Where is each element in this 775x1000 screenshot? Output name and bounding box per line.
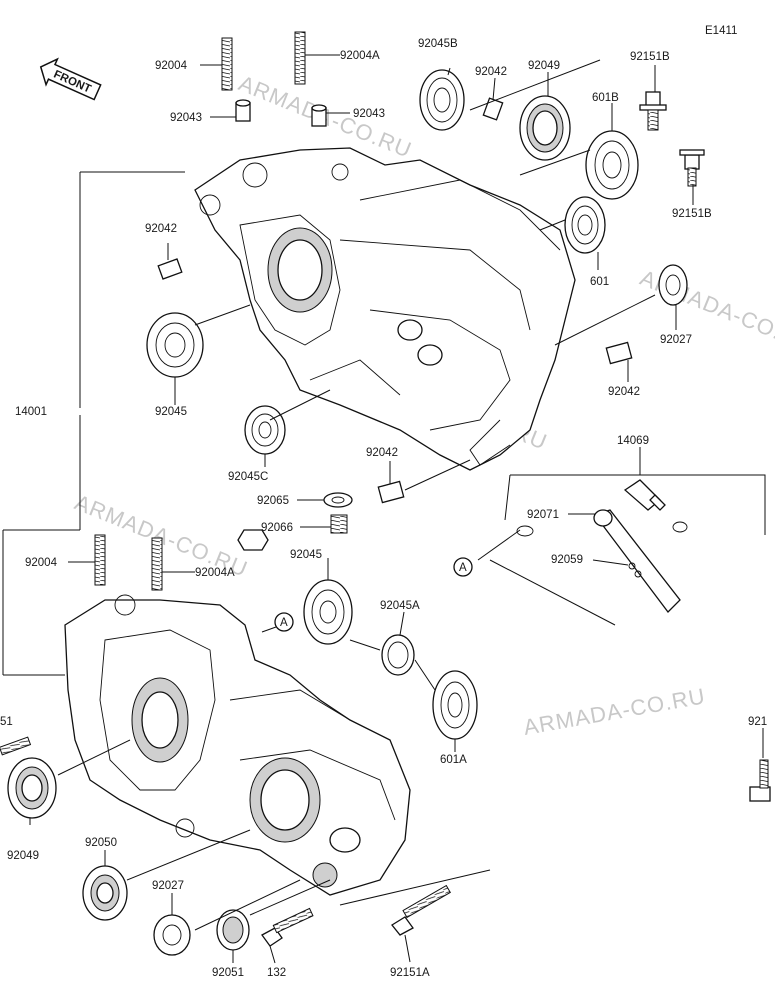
pin-92042-mid bbox=[377, 480, 405, 504]
label-92051: 92051 bbox=[212, 967, 244, 979]
label-92043-left: 92043 bbox=[170, 112, 202, 124]
label-92045a: 92045A bbox=[380, 600, 420, 612]
label-921: 921 bbox=[748, 716, 767, 728]
bearing-92045-low bbox=[303, 579, 353, 645]
lower-crankcase bbox=[64, 594, 411, 896]
label-92049-low: 92049 bbox=[7, 850, 39, 862]
ref-circle-a-left: A bbox=[274, 612, 294, 632]
label-132: 132 bbox=[267, 967, 286, 979]
bolt-92151B-top bbox=[639, 91, 667, 131]
bolt-132 bbox=[261, 907, 314, 947]
ref-a-label-left: A bbox=[280, 617, 288, 629]
label-92151a: 92151A bbox=[390, 967, 430, 979]
label-92027-right: 92027 bbox=[660, 334, 692, 346]
diagram-code: E1411 bbox=[705, 25, 737, 37]
label-92066: 92066 bbox=[261, 522, 293, 534]
pin-92042-top bbox=[482, 97, 504, 121]
leader-lines bbox=[2, 54, 764, 964]
ref-circle-a-right: A bbox=[453, 557, 473, 577]
label-92042-right: 92042 bbox=[608, 386, 640, 398]
label-92045-low: 92045 bbox=[290, 549, 322, 561]
bearing-92045-left bbox=[146, 312, 204, 378]
label-92071: 92071 bbox=[527, 509, 559, 521]
bearing-601B bbox=[585, 130, 639, 200]
stud-92004A-top bbox=[294, 31, 306, 85]
label-92027-low: 92027 bbox=[152, 880, 184, 892]
washer-92065 bbox=[323, 492, 353, 508]
label-92050: 92050 bbox=[85, 837, 117, 849]
label-14069: 14069 bbox=[617, 435, 649, 447]
label-92151b-top: 92151B bbox=[630, 51, 670, 63]
bearing-92045A bbox=[381, 634, 415, 676]
label-92045b: 92045B bbox=[418, 38, 458, 50]
bearing-92045B bbox=[419, 69, 465, 131]
watermark-5: ARMADA-CO.RU bbox=[522, 683, 708, 740]
seal-92049-low bbox=[7, 757, 57, 819]
washer-92027-low bbox=[153, 914, 191, 956]
stud-92004-low bbox=[94, 534, 106, 586]
label-92004-low: 92004 bbox=[25, 557, 58, 569]
pin-92042-left bbox=[157, 258, 183, 280]
label-92045c: 92045C bbox=[228, 471, 268, 483]
bearing-601A bbox=[432, 670, 478, 740]
seal-92051 bbox=[216, 909, 250, 951]
label-92042-mid: 92042 bbox=[366, 447, 398, 459]
label-92004-top: 92004 bbox=[155, 60, 188, 72]
bearing-92045C bbox=[244, 405, 286, 455]
washer-92027-right bbox=[658, 264, 688, 306]
stud-92004-top bbox=[221, 37, 233, 91]
label-92004a-top: 92004A bbox=[340, 50, 380, 62]
label-601a: 601A bbox=[440, 754, 467, 766]
label-92042-left: 92042 bbox=[145, 223, 177, 235]
label-92004a-low: 92004A bbox=[195, 567, 235, 579]
label-92045-left: 92045 bbox=[155, 406, 187, 418]
watermark-flat: ARMADA-CO.RU bbox=[522, 683, 708, 740]
front-arrow-icon: FRONT bbox=[39, 57, 102, 101]
bolt-921-right bbox=[749, 759, 771, 802]
label-92065: 92065 bbox=[257, 495, 289, 507]
dowel-92043-left bbox=[235, 99, 251, 122]
watermark-2: ARMADA-CO.RU bbox=[637, 265, 775, 357]
seal-92049-top bbox=[519, 95, 571, 161]
label-92042-top: 92042 bbox=[475, 66, 507, 78]
bolt-51 bbox=[0, 736, 32, 756]
pipe-assembly-14069 bbox=[504, 474, 766, 613]
label-51: 51 bbox=[0, 716, 13, 728]
bolt-92151B-right bbox=[679, 149, 705, 187]
ref-a-label-right: A bbox=[459, 562, 467, 574]
stud-92004A-low bbox=[151, 537, 163, 591]
label-92043-right: 92043 bbox=[353, 108, 385, 120]
label-14001: 14001 bbox=[15, 406, 47, 418]
upper-crankcase bbox=[194, 147, 576, 471]
label-92049-top: 92049 bbox=[528, 60, 560, 72]
fitting-92066 bbox=[237, 514, 348, 551]
seal-92050 bbox=[82, 865, 128, 921]
part-labels: 92004 92004A 92045B 92042 92049 92151B 9… bbox=[0, 38, 767, 979]
bolt-92151A bbox=[391, 884, 451, 936]
bearing-601 bbox=[564, 196, 606, 254]
dowel-92043-right bbox=[311, 104, 327, 127]
label-92151b-right: 92151B bbox=[672, 208, 712, 220]
label-601: 601 bbox=[590, 276, 609, 288]
label-92059: 92059 bbox=[551, 554, 583, 566]
pin-92042-right bbox=[605, 341, 633, 365]
label-601b: 601B bbox=[592, 92, 619, 104]
